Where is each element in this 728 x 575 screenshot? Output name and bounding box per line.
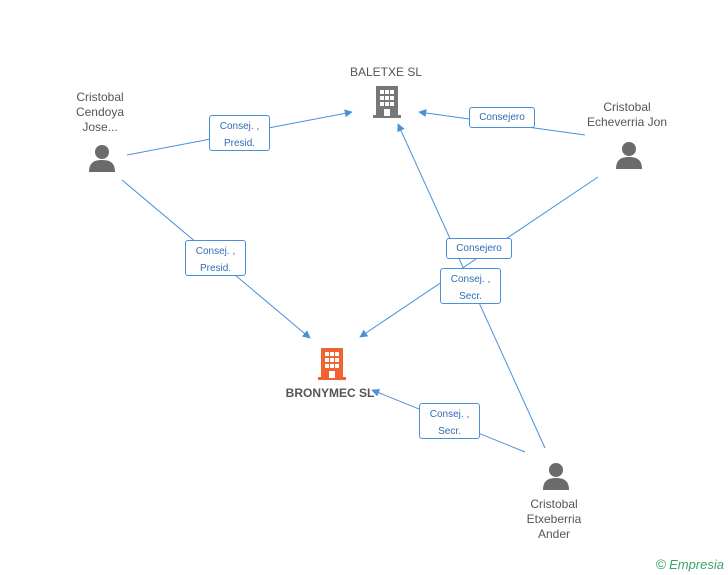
brand-name: Empresia — [669, 557, 724, 572]
company-label-bronymec[interactable]: BRONYMEC SL — [285, 386, 375, 400]
building-icon[interactable] — [373, 86, 401, 118]
company-label-baletxe[interactable]: BALETXE SL — [349, 65, 423, 79]
edge-label-cendoya-bronymec[interactable]: Consej. , Presid. — [185, 240, 246, 276]
person-icon[interactable] — [543, 463, 569, 490]
brand-watermark: ©Empresia — [656, 556, 724, 572]
edge-label-ander-bronymec[interactable]: Consej. , Secr. — [419, 403, 480, 439]
copyright-symbol: © — [655, 556, 667, 572]
edge-label-echeverria-bronymec[interactable]: Consejero — [446, 238, 512, 259]
person-label-etxeberria-ander[interactable]: Cristobal Etxeberria Ander — [526, 497, 582, 541]
building-main-icon[interactable] — [318, 348, 346, 380]
person-icon[interactable] — [616, 142, 642, 169]
edge-label-cendoya-baletxe[interactable]: Consej. , Presid. — [209, 115, 270, 151]
person-icon[interactable] — [89, 145, 115, 172]
person-label-echeverria-jon[interactable]: Cristobal Echeverria Jon — [586, 100, 668, 129]
person-label-cendoya[interactable]: Cristobal Cendoya Jose... — [75, 90, 125, 134]
edge-label-echeverria-baletxe[interactable]: Consejero — [469, 107, 535, 128]
edge-label-ander-baletxe[interactable]: Consej. , Secr. — [440, 268, 501, 304]
